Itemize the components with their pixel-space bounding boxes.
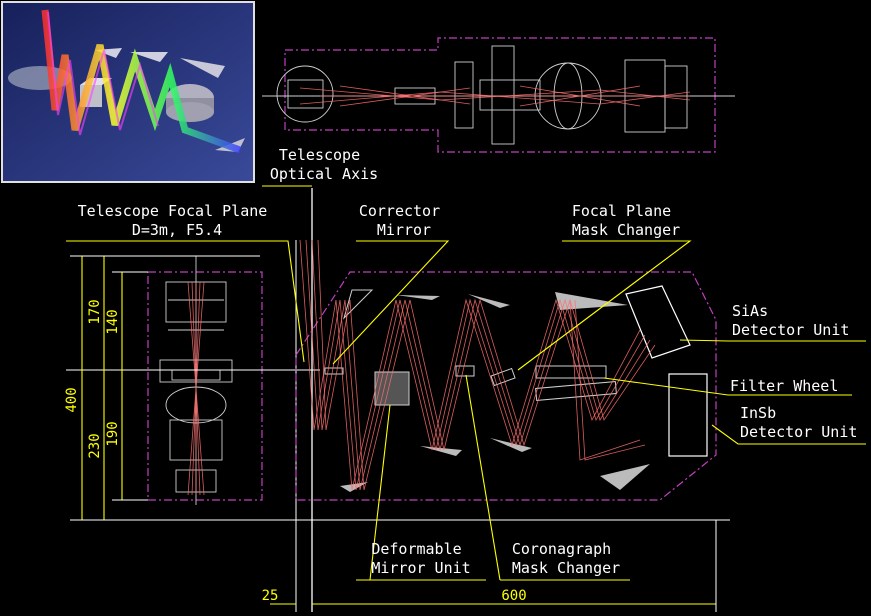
label-filter-wheel: Filter Wheel [730,377,838,395]
side-view-drawing [147,256,263,505]
top-view-drawing [262,37,735,153]
label-telescope-focal-plane: Telescope Focal Plane D=3m, F5.4 [78,202,277,239]
label-sias-detector-unit: SiAs Detector Unit [732,302,849,339]
label-deformable-mirror-unit: Deformable Mirror Unit [371,540,470,577]
dim-total-height: 400 [64,387,80,412]
label-coronagraph-mask-changer: Coronagraph Mask Changer [512,540,620,577]
dim-lower-inner: 190 [105,421,121,446]
label-insb-detector-unit: InSb Detector Unit [740,404,857,441]
leader-lines [66,185,866,581]
dimension-lines [70,255,730,612]
dim-lower-outer: 230 [87,433,103,458]
label-corrector-mirror: Corrector Mirror [359,202,449,239]
3d-render-inset [1,1,255,183]
main-plan-view [295,239,717,501]
dim-offset-width: 25 [262,588,279,604]
label-telescope-optical-axis: Telescope Optical Axis [270,146,378,183]
label-focal-plane-mask-changer: Focal Plane Mask Changer [572,202,680,239]
dim-upper-outer: 170 [87,299,103,324]
dim-total-width: 600 [501,588,526,604]
dim-upper-inner: 140 [105,309,121,334]
